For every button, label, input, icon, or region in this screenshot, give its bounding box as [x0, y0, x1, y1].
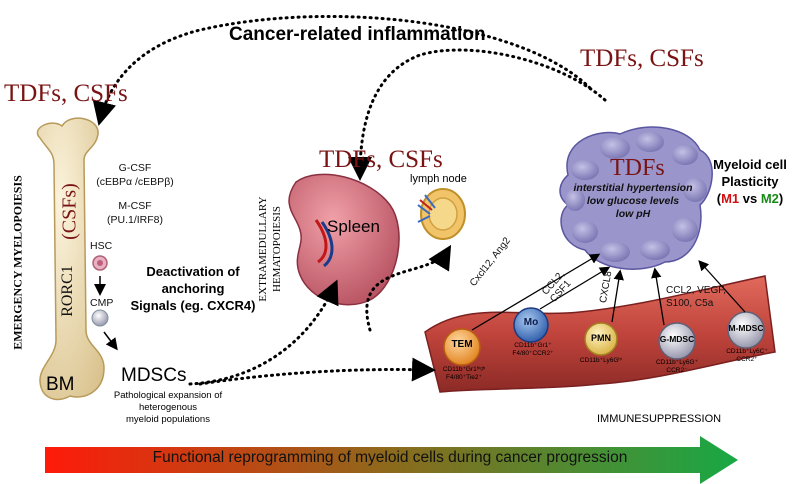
mcsf-label: M-CSF [118, 200, 152, 212]
csfs-label: (CSFs) [58, 183, 81, 240]
tem-cell [443, 328, 481, 366]
gcsf-label: G-CSF [118, 162, 152, 174]
pmn-name: PMN [591, 333, 611, 343]
m1-label: M1 [721, 191, 740, 206]
arrow-mo-tumor [539, 266, 611, 310]
dotted-arrow-mdsc-vessel [198, 357, 436, 386]
arrow-mmdsc-tumor [698, 260, 746, 313]
hsc-label: HSC [90, 240, 113, 252]
cmp-label: CMP [90, 297, 114, 309]
progression-arrow [45, 436, 738, 484]
tem-name: TEM [451, 339, 473, 350]
pmn-markers: CD11b⁺Ly6Gʰⁱ [579, 357, 623, 364]
extramedullary-label: EXTRAMEDULLARY HEMATOPOIESIS [257, 196, 283, 302]
g-mdsc-markers: CD11b⁺Ly6G⁺CCR2⁻ [656, 359, 698, 374]
bm-label: BM [46, 374, 75, 395]
dotted-arrow-tumor-spleen [348, 48, 607, 181]
mcsf-tf-label: (PU.1/IRF8) [106, 214, 163, 226]
tdf-csf-label-right: TDFs, CSFs [580, 45, 704, 72]
g-mdsc-cell [658, 322, 696, 360]
dotted-arrow-spleen-lymph [365, 244, 452, 332]
tdf-csf-label-center: TDFs, CSFs [319, 146, 443, 173]
immunosuppression-label: IMMUNESUPPRESSION [597, 413, 722, 425]
mdscs-label: MDSCs [121, 365, 187, 386]
mdsc-arrow-label: CCL2, VEGF,S100, C5a [666, 285, 727, 309]
dotted-arrow-tumor-bone [92, 14, 592, 126]
m-mdsc-markers: CD11b⁺Ly6C⁺CCR2⁺ [726, 348, 768, 363]
tdf-csf-label-left: TDFs, CSFs [4, 80, 128, 107]
mdscs-description: Pathological expansion of heterogenous m… [113, 390, 223, 425]
plasticity-label: Myeloid cell Plasticity (M1 vs M2) [713, 157, 787, 206]
rorc1-label: RORC1 [59, 265, 76, 317]
lymph-node-label: lymph node [410, 173, 467, 185]
tumor-conditions: interstitial hypertension low glucose le… [573, 182, 693, 220]
bone-illustration [36, 117, 105, 401]
mo-name: Mo [523, 317, 539, 328]
m2-label: M2 [760, 191, 779, 206]
arrow-pmn-tumor [611, 269, 624, 323]
tumor-tdfs-label: TDFs [610, 155, 665, 181]
gcsf-tf-label: (cEBPα /cEBPβ) [96, 176, 174, 188]
m-mdsc-name: M-MDSC [728, 323, 764, 333]
mo-cell [513, 307, 549, 343]
dotted-arrow-mdsc-spleen [188, 279, 339, 386]
spleen-illustration [288, 173, 400, 306]
title: Cancer-related inflammation [229, 24, 486, 45]
progression-banner-label: Functional reprogramming of myeloid cell… [152, 449, 628, 466]
spleen-label: Spleen [327, 217, 380, 236]
emergency-myelopoiesis-label: EMERGENCY MYELOPOIESIS [10, 175, 25, 350]
deactivation-label: Deactivation of anchoring Signals (eg. C… [130, 264, 256, 313]
arrow-tem-tumor [471, 253, 601, 331]
tumor-mass [559, 126, 713, 270]
mo-markers: CD11b⁺Gr1⁺F4/80⁺CCR2⁺ [512, 342, 554, 357]
lymph-node-illustration [417, 188, 466, 240]
arrow-gmdsc-tumor [651, 267, 665, 326]
m-mdsc-cell [727, 311, 765, 349]
cmp-cell [91, 309, 109, 327]
pmn-cell [584, 322, 618, 356]
g-mdsc-name: G-MDSC [659, 334, 695, 344]
